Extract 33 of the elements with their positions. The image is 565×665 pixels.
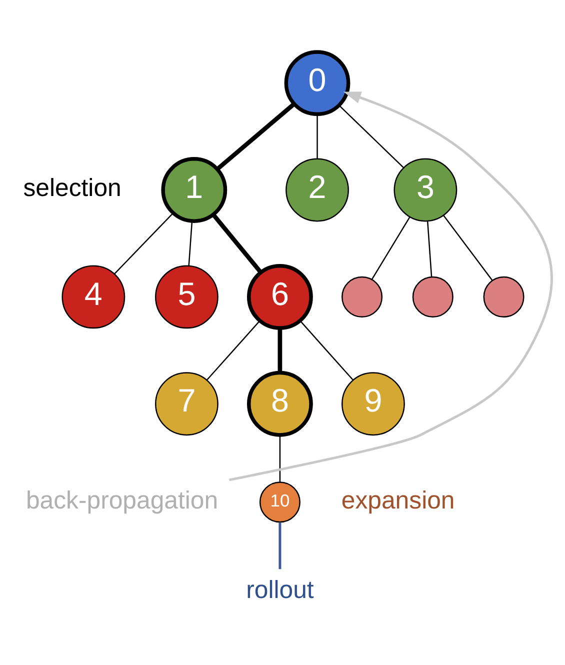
node-circle: 9 [342, 372, 405, 436]
node-circle [483, 276, 524, 317]
node-text: rollout [246, 575, 314, 604]
node-circle: 10 [259, 481, 300, 522]
node-circle: 2 [286, 158, 349, 222]
connector [212, 213, 262, 273]
connector [426, 220, 432, 276]
connector [114, 212, 174, 274]
node-circle: 5 [154, 264, 218, 328]
node-text: back-propagation [26, 486, 218, 514]
node-circle: 4 [62, 264, 126, 328]
connector [188, 220, 193, 266]
connector [443, 214, 493, 280]
node-circle: 3 [394, 158, 458, 222]
connector [316, 114, 318, 158]
node-circle: 7 [154, 372, 218, 436]
connector [206, 320, 260, 380]
connector [216, 102, 296, 170]
node-circle: 1 [161, 156, 228, 222]
node-circle: 0 [284, 50, 350, 116]
connector [300, 320, 354, 380]
connector [278, 522, 282, 569]
node-circle: 8 [247, 370, 313, 436]
label: selection [23, 174, 122, 202]
node-circle [342, 276, 383, 317]
arrow [228, 91, 553, 481]
connector [278, 328, 282, 372]
node-circle [412, 276, 454, 317]
connector [371, 216, 410, 280]
connector [338, 104, 404, 168]
node-circle: 6 [247, 263, 313, 330]
node-label: expansion [341, 486, 455, 514]
connector [279, 434, 281, 482]
